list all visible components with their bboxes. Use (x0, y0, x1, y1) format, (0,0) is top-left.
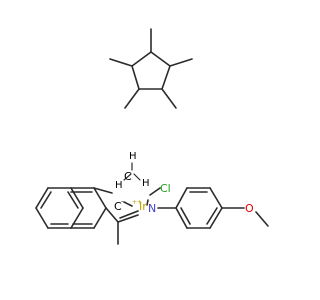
methyl-h-right-label: H (142, 178, 150, 189)
structure-diagram: H C H H ++ Ir Cl N O C - (35, 28, 269, 245)
iridium-charge: ++ (132, 199, 142, 206)
ring-bond (209, 187, 223, 209)
naphthalene-system (35, 187, 139, 245)
oxygen-label: O (245, 202, 254, 215)
methyl-bond (124, 88, 140, 109)
carbanion-charge: - (121, 198, 123, 205)
double-bond (119, 210, 139, 219)
ir-n-bond (146, 199, 149, 206)
double-bond (67, 191, 79, 209)
ring-bond (209, 207, 223, 229)
ring-bond (93, 187, 107, 209)
carbanion-label: C (114, 200, 122, 213)
molecule-canvas: H C H H ++ Ir Cl N O C - (35, 28, 269, 245)
c-ir-bond (123, 201, 133, 207)
ring-bond (175, 207, 188, 229)
ring-bond (105, 207, 119, 223)
methyl-bond (169, 58, 193, 67)
o-ch3-bond (255, 211, 269, 227)
ring-bond (70, 207, 84, 229)
methyl-c-label: C (124, 170, 132, 183)
double-bond (40, 191, 52, 209)
ring-bond (150, 51, 171, 67)
ring-bond (175, 187, 188, 209)
ring-bond (35, 207, 49, 229)
double-bond (206, 207, 218, 225)
ring-bond (161, 65, 171, 90)
double-bond (180, 207, 191, 225)
ring-bond (93, 207, 107, 229)
methyl-h-top-label: H (129, 151, 137, 162)
ir-cl-bond (149, 187, 161, 196)
methoxyphenyl (157, 187, 269, 229)
ring-bond (131, 65, 140, 90)
methyl-bond (161, 88, 177, 109)
ch3-h-bond (123, 173, 132, 181)
ring-bond (131, 51, 152, 67)
atom-labels: H C H H ++ Ir Cl N O C - (114, 151, 254, 215)
iridium-bonds (123, 162, 161, 207)
pentamethylcyclopentane (109, 28, 193, 109)
ring-bond (117, 214, 139, 223)
iridium-label: Ir (139, 200, 147, 213)
ring-bond (93, 187, 113, 194)
methyl-bond (109, 58, 133, 67)
ch3-h-bond (133, 173, 141, 181)
ring-bond (35, 187, 49, 209)
methyl-h-left-label: H (115, 180, 123, 191)
nitrogen-label: N (148, 202, 156, 215)
chlorine-label: Cl (160, 182, 171, 195)
